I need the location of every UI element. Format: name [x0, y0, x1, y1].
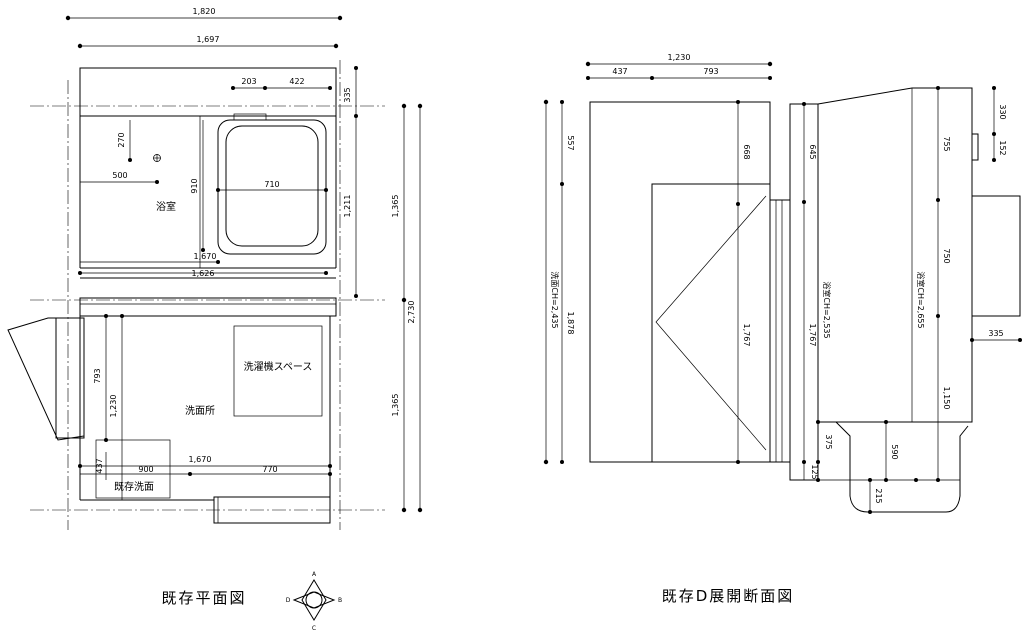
- dim-inner-width: 1,697: [197, 35, 220, 44]
- dim-1767-a: 1,767: [742, 324, 751, 347]
- door-swing: [7, 317, 85, 441]
- dim-422: 422: [289, 77, 304, 86]
- compass-icon: A C D B: [286, 571, 342, 632]
- dim-330: 330: [998, 104, 1007, 119]
- dim-1626: 1,626: [192, 269, 215, 278]
- dim-710: 710: [264, 180, 279, 189]
- dim-top-793: 793: [703, 67, 718, 76]
- door-casing: [769, 199, 791, 463]
- washer-space: [233, 325, 323, 417]
- faucet: [233, 113, 267, 121]
- dim-1211: 1,211: [343, 195, 352, 218]
- note-bath-ch-a: 浴室CH=2,535: [822, 281, 832, 338]
- bathtub-section: [835, 421, 969, 513]
- dim-590: 590: [890, 444, 899, 459]
- dim-645: 645: [808, 144, 817, 159]
- note-wash-ch: 洗面CH=2,435: [550, 271, 560, 328]
- dim-900: 900: [138, 465, 153, 474]
- dim-770: 770: [262, 465, 277, 474]
- dim-1365-lower: 1,365: [391, 394, 400, 417]
- dim-335: 335: [343, 87, 352, 102]
- dim-top-total: 1,230: [668, 53, 691, 62]
- dim-668: 668: [742, 144, 751, 159]
- dim-215: 215: [874, 488, 883, 503]
- bathtub-outer: [217, 119, 327, 255]
- existing-basin: [95, 439, 171, 499]
- bath-upper-wall: [79, 67, 337, 117]
- elevation-title: 既存D展開断面図: [662, 587, 795, 605]
- bathtub-inner: [225, 125, 319, 247]
- door-elevation: [651, 183, 771, 462]
- dim-1878: 1,878: [566, 312, 575, 335]
- dim-1150: 1,150: [942, 387, 951, 410]
- compass-d: D: [286, 597, 291, 604]
- dim-793: 793: [93, 368, 102, 383]
- dim-1670-upper: 1,670: [194, 252, 217, 261]
- partition-wall: [79, 297, 337, 317]
- compass-c: C: [312, 625, 316, 632]
- door-frame: [55, 317, 85, 439]
- dim-203: 203: [241, 77, 256, 86]
- dim-755: 755: [942, 136, 951, 151]
- wall-switch: [971, 133, 979, 161]
- compass-b: B: [338, 597, 342, 604]
- window-section: [971, 195, 1021, 317]
- dim-500: 500: [112, 171, 127, 180]
- room-label-existing-basin: 既存洗面: [114, 480, 154, 493]
- dim-1670-lower: 1,670: [189, 455, 212, 464]
- dim-2730: 2,730: [407, 301, 416, 324]
- bottom-fixture: [213, 496, 331, 524]
- dim-335-window: 335: [988, 329, 1003, 338]
- dim-top-437: 437: [612, 67, 627, 76]
- room-label-washroom: 洗面所: [185, 405, 215, 417]
- note-bath-ch-b: 浴室CH=2,655: [916, 271, 926, 328]
- dim-1365-upper: 1,365: [391, 195, 400, 218]
- dim-152: 152: [998, 140, 1007, 155]
- dim-375: 375: [824, 434, 833, 449]
- dim-557: 557: [566, 135, 575, 150]
- dim-overall-width: 1,820: [193, 7, 216, 16]
- dim-270: 270: [117, 132, 126, 147]
- plan-title: 既存平面図: [161, 589, 246, 607]
- dim-1230: 1,230: [109, 395, 118, 418]
- room-label-washer-space: 洗濯機スペース: [244, 360, 313, 373]
- floor-plan: 1,820 1,697 203 422 335 1,211 270 50: [7, 7, 423, 632]
- door-swing-mark: [655, 195, 767, 451]
- dim-125: 125: [810, 464, 819, 479]
- dim-910: 910: [190, 178, 199, 193]
- dim-1767-b: 1,767: [808, 324, 817, 347]
- dim-750: 750: [942, 248, 951, 263]
- compass-a: A: [312, 571, 317, 578]
- room-label-bath: 浴室: [156, 200, 176, 213]
- section-elevation: 1,230 437 793 洗面CH=2,435 557 1,878 668 1…: [543, 53, 1022, 605]
